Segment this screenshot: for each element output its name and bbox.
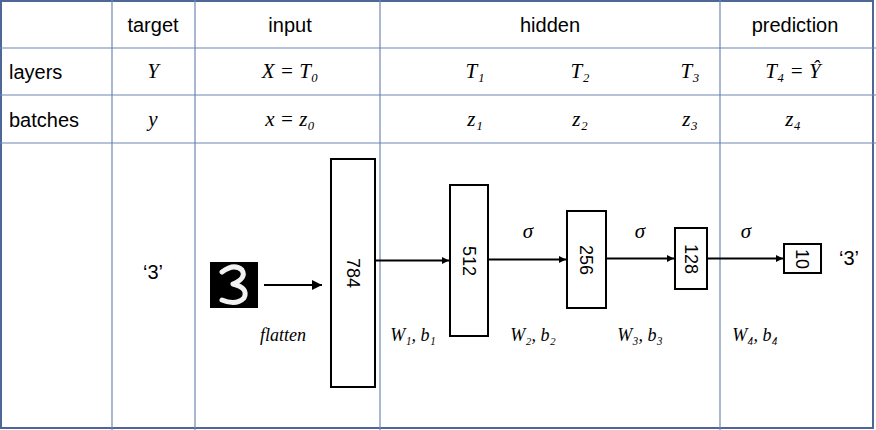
connector-arrow (376, 260, 449, 262)
column-header: target (127, 14, 178, 36)
row-rule (0, 94, 876, 95)
row-header: batches (9, 109, 79, 131)
connector-arrow (489, 259, 566, 261)
column-header: prediction (752, 14, 839, 36)
weight-label: W₂, b₂ (510, 326, 556, 346)
operation-label: flatten (260, 326, 306, 346)
table-cell: z₃ (682, 108, 697, 131)
table-cell: z₂ (572, 108, 587, 131)
row-rule (0, 142, 876, 143)
table-cell: x = z₀ (265, 108, 314, 131)
prediction-label: ‘3’ (839, 247, 859, 269)
row-rule (0, 47, 876, 48)
layer-box: 128 (674, 227, 708, 290)
layer-size: 256 (577, 244, 595, 274)
target-label: ‘3’ (143, 261, 163, 283)
table-cell: T₃ (681, 60, 700, 83)
connector-arrow (607, 258, 674, 260)
table-cell: T₄ = Ŷ (765, 60, 820, 83)
table-cell: z₁ (467, 108, 482, 131)
table-cell: y (148, 108, 157, 131)
digit-image (210, 262, 258, 308)
layer-size: 512 (460, 245, 478, 275)
table-cell: T₁ (466, 60, 485, 83)
activation-symbol: σ (523, 220, 533, 243)
flatten-arrow (264, 284, 322, 286)
connector-arrow (708, 258, 783, 260)
table-cell: Y (147, 60, 159, 83)
layer-size: 10 (794, 248, 812, 268)
row-header: layers (9, 61, 62, 83)
layer-box: 10 (783, 243, 822, 274)
column-header: input (268, 14, 311, 36)
weight-label: W₄, b₄ (732, 326, 778, 346)
image-ground (210, 262, 258, 308)
activation-symbol: σ (741, 220, 751, 243)
layer-box: 512 (449, 184, 489, 337)
table-cell: T₂ (571, 60, 590, 83)
digit-stroke (222, 267, 245, 303)
table-cell: X = T₀ (262, 60, 318, 83)
weight-label: W₃, b₃ (617, 326, 663, 346)
layer-box: 256 (566, 210, 607, 309)
column-rule (379, 0, 380, 430)
weight-label: W₁, b₁ (390, 326, 436, 346)
layer-size: 784 (344, 258, 362, 288)
layer-size: 128 (682, 243, 700, 273)
column-rule (111, 0, 112, 430)
layer-box: 784 (330, 158, 376, 388)
activation-symbol: σ (635, 220, 645, 243)
column-rule (719, 0, 720, 430)
column-header: hidden (520, 14, 580, 36)
table-cell: z₄ (785, 108, 800, 131)
column-rule (194, 0, 195, 430)
